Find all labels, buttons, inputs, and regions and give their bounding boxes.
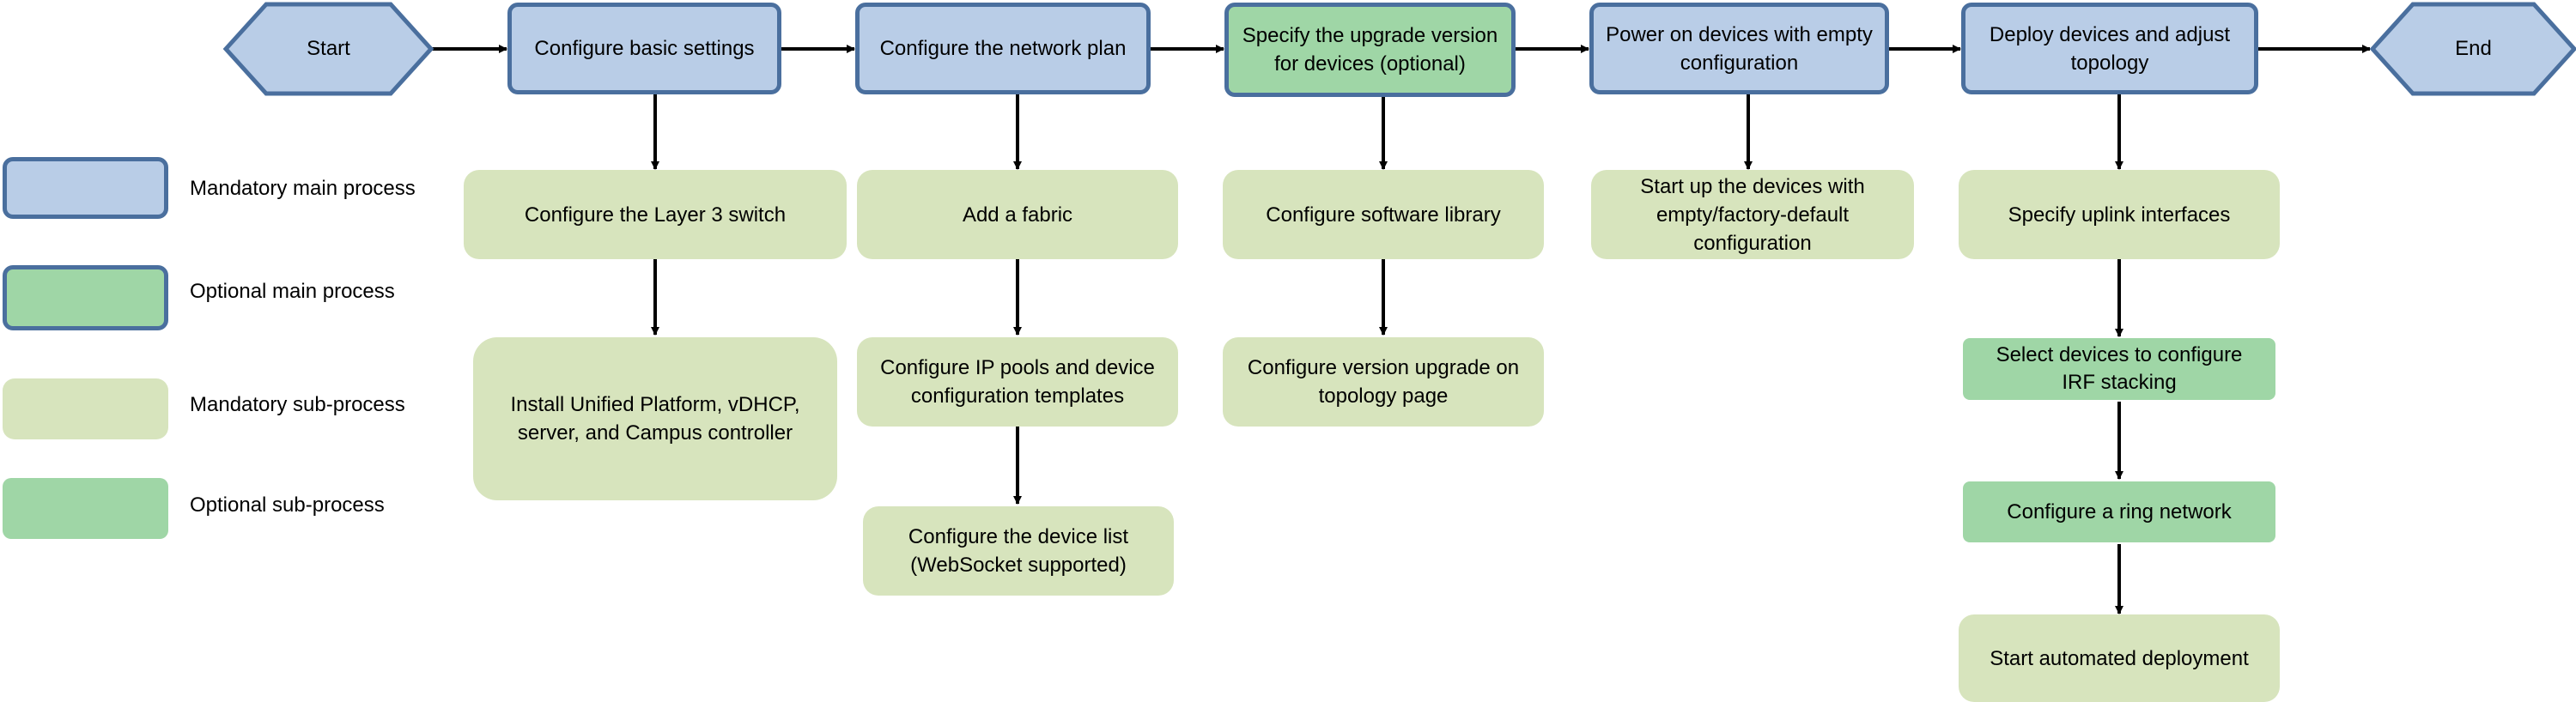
main-power-on-devices: Power on devices with empty configuratio… <box>1589 3 1889 94</box>
main-configure-network-plan: Configure the network plan <box>855 3 1151 94</box>
legend-label-optional-sub: Optional sub-process <box>190 493 385 517</box>
legend-swatch-mandatory-main <box>3 157 168 219</box>
sub-select-irf-stacking: Select devices to configure IRF stacking <box>1963 338 2275 400</box>
end-terminal <box>2369 2 2576 96</box>
legend-label-mandatory-sub: Mandatory sub-process <box>190 393 405 416</box>
sub-configure-ring-network: Configure a ring network <box>1963 481 2275 542</box>
start-terminal <box>222 2 434 96</box>
sub-specify-uplink-interfaces: Specify uplink interfaces <box>1959 170 2280 259</box>
sub-start-up-devices: Start up the devices with empty/factory-… <box>1591 170 1914 259</box>
sub-configure-ip-pools: Configure IP pools and device configurat… <box>857 337 1178 427</box>
sub-configure-software-library: Configure software library <box>1223 170 1544 259</box>
start-label: Start <box>307 37 350 60</box>
legend-label-optional-main: Optional main process <box>190 280 395 303</box>
legend-swatch-mandatory-sub <box>3 378 168 439</box>
sub-configure-device-list: Configure the device list (WebSocket sup… <box>863 506 1174 596</box>
sub-start-automated-deployment: Start automated deployment <box>1959 614 2280 702</box>
sub-configure-version-upgrade: Configure version upgrade on topology pa… <box>1223 337 1544 427</box>
main-specify-upgrade-version: Specify the upgrade version for devices … <box>1224 3 1516 97</box>
main-configure-basic-settings: Configure basic settings <box>507 3 781 94</box>
legend-swatch-optional-sub <box>3 478 168 539</box>
sub-install-unified-platform: Install Unified Platform, vDHCP, server,… <box>473 337 837 500</box>
legend-label-mandatory-main: Mandatory main process <box>190 177 416 200</box>
end-label: End <box>2455 37 2492 60</box>
sub-configure-layer3-switch: Configure the Layer 3 switch <box>464 170 847 259</box>
sub-add-fabric: Add a fabric <box>857 170 1178 259</box>
main-deploy-devices: Deploy devices and adjust topology <box>1961 3 2258 94</box>
legend-swatch-optional-main <box>3 265 168 330</box>
